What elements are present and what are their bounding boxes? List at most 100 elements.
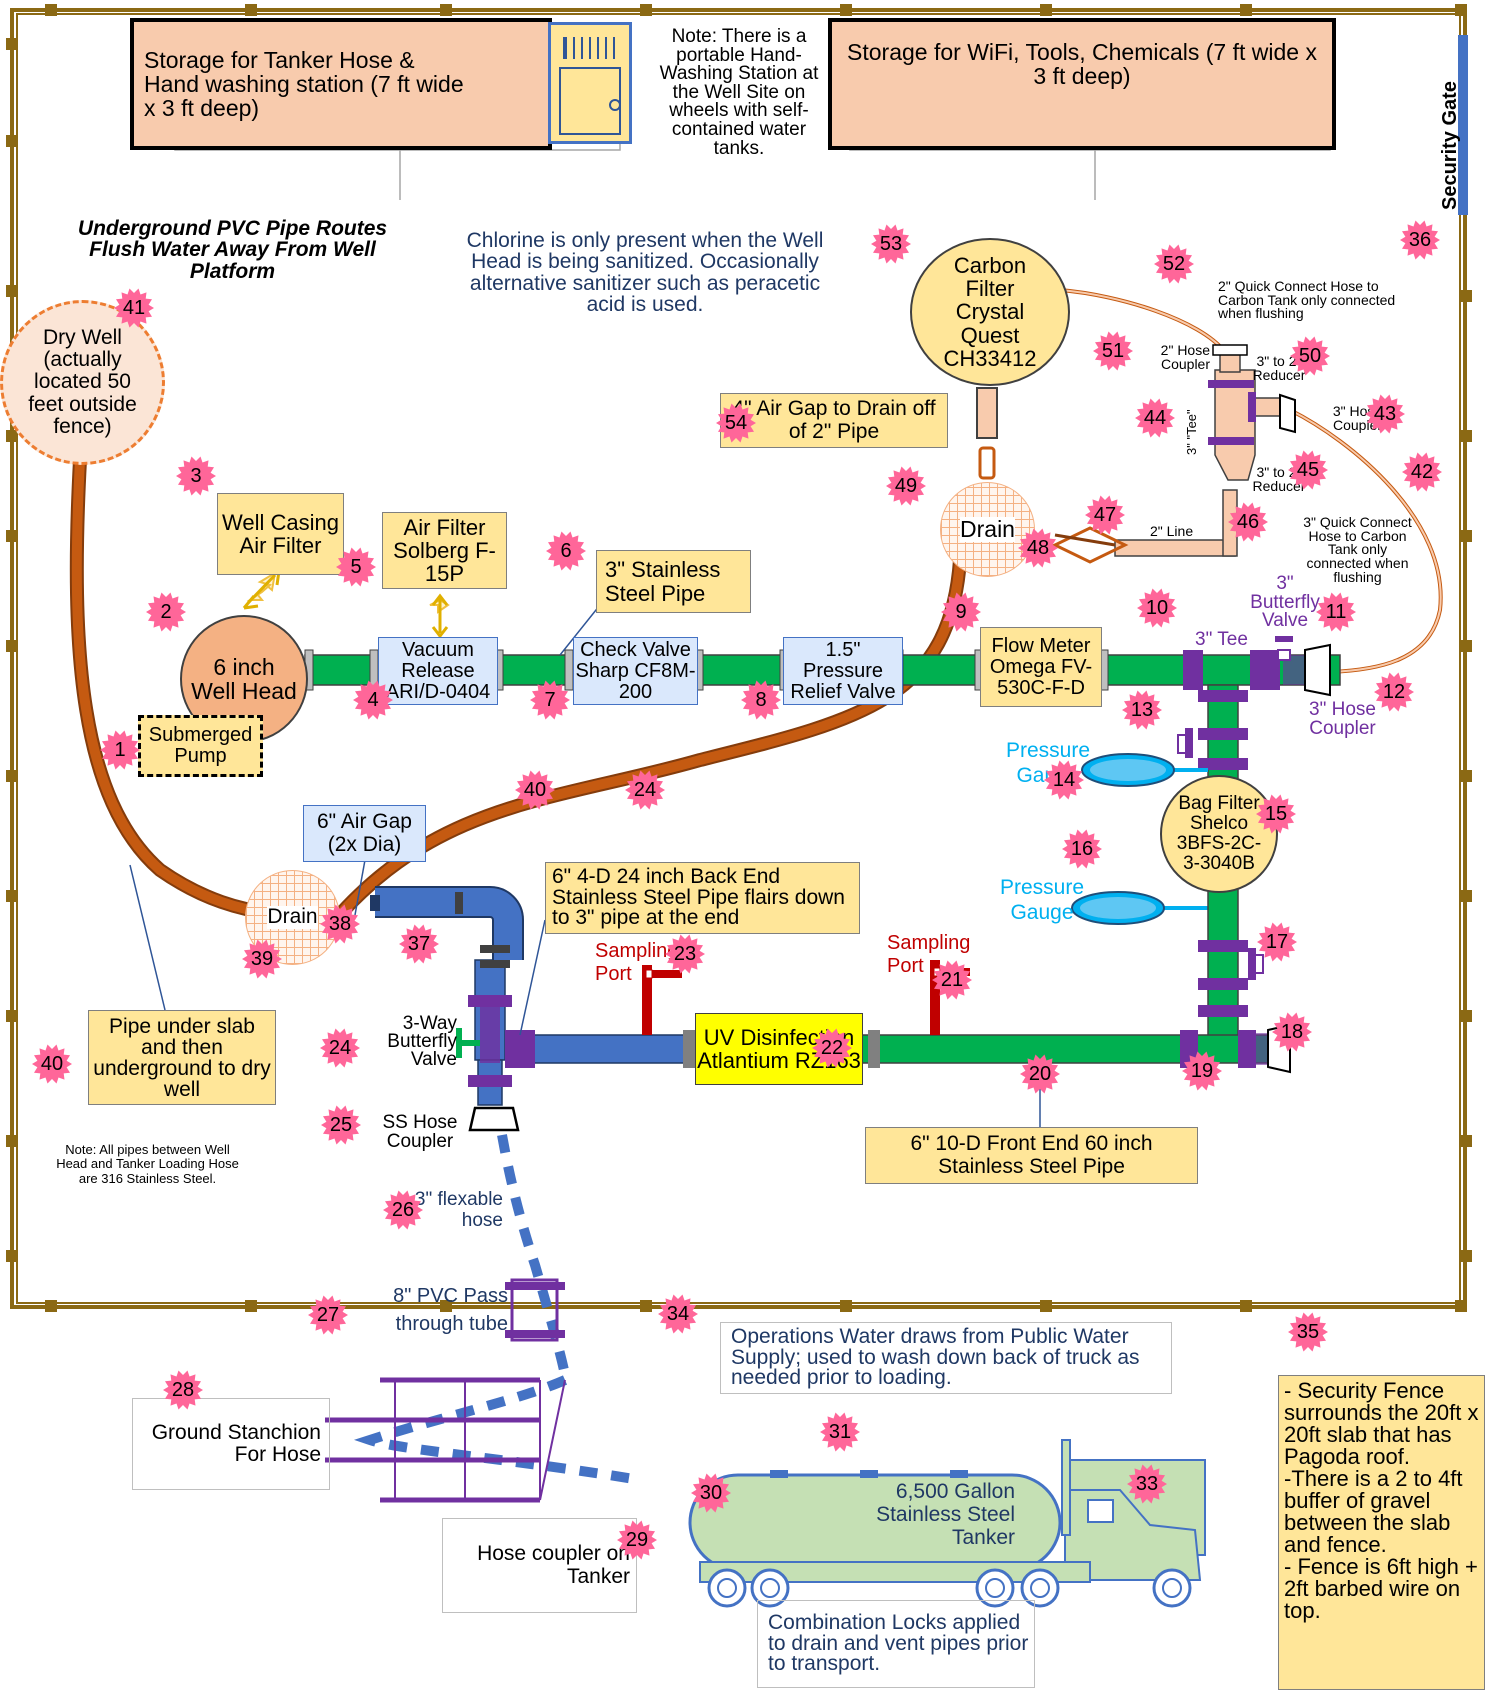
- badge-38: 38: [320, 904, 360, 944]
- badge-28: 28: [163, 1370, 203, 1410]
- badge-33: 33: [1127, 1464, 1167, 1504]
- badge-number: 39: [250, 947, 274, 970]
- badge-16: 16: [1062, 829, 1102, 869]
- tee-10: 3" Tee: [1195, 629, 1248, 650]
- badge-number: 36: [1408, 228, 1432, 251]
- badge-number: 25: [329, 1113, 353, 1136]
- ground-stanchion: [325, 1377, 540, 1503]
- badge-23: 23: [665, 934, 705, 974]
- badge-number: 5: [350, 555, 362, 578]
- pvc-pass: 8" PVC Pass through tube: [393, 1285, 508, 1335]
- badge-26: 26: [383, 1190, 423, 1230]
- chlorine-note: Chlorine is only present when the Well H…: [466, 229, 824, 317]
- cabinet-icon: [548, 22, 632, 144]
- carbon-filter: Carbon Filter Crystal Quest CH33412: [910, 238, 1070, 386]
- air-filter: Air Filter Solberg F-15P: [382, 512, 507, 589]
- badge-number: 54: [724, 411, 748, 434]
- badge-number: 10: [1145, 596, 1169, 619]
- badge-43: 43: [1365, 394, 1405, 434]
- badge-number: 41: [122, 296, 146, 319]
- badge-number: 6: [560, 539, 572, 562]
- badge-number: 20: [1028, 1062, 1052, 1085]
- badge-4: 4: [353, 680, 393, 720]
- badge-12: 12: [1374, 672, 1414, 712]
- hose-coupler-tanker: Hose coupler on Tanker: [442, 1518, 637, 1613]
- badge-number: 17: [1265, 930, 1289, 953]
- badge-number: 28: [171, 1378, 195, 1401]
- badge-39: 39: [242, 939, 282, 979]
- badge-number: 9: [955, 600, 967, 623]
- badge-5: 5: [336, 547, 376, 587]
- badge-3: 3: [176, 456, 216, 496]
- badge-42: 42: [1402, 452, 1442, 492]
- badge-51: 51: [1093, 331, 1133, 371]
- line-47: 2" Line: [1150, 523, 1194, 539]
- hose-coupler-51: 2" Hose Coupler: [1160, 342, 1210, 373]
- badge-31: 31: [820, 1412, 860, 1452]
- storage-left: Storage for Tanker Hose & Hand washing s…: [130, 18, 552, 150]
- badge-7: 7: [530, 680, 570, 720]
- badge-number: 18: [1280, 1020, 1304, 1043]
- badge-36: 36: [1400, 220, 1440, 260]
- flow-meter: Flow Meter Omega FV-530C-F-D: [980, 627, 1102, 707]
- note-handwash: Note: There is a portable Hand-Washing S…: [659, 26, 819, 159]
- tee-44: 3" "Tee": [1184, 409, 1199, 455]
- badge-number: 43: [1373, 402, 1397, 425]
- quick-connect-52: 2" Quick Connect Hose to Carbon Tank onl…: [1218, 278, 1396, 322]
- quick-connect-46: 3" Quick Connect Hose to Carbon Tank onl…: [1303, 514, 1412, 585]
- vacuum-release: Vacuum Release ARI/D-0404: [378, 637, 498, 705]
- badge-number: 14: [1052, 768, 1076, 791]
- badge-number: 31: [828, 1420, 852, 1443]
- badge-number: 11: [1325, 600, 1347, 623]
- badge-20: 20: [1020, 1054, 1060, 1094]
- badge-24: 24: [625, 770, 665, 810]
- badge-15: 15: [1256, 794, 1296, 834]
- badge-41: 41: [114, 288, 154, 328]
- storage-right: Storage for WiFi, Tools, Chemicals (7 ft…: [828, 18, 1336, 150]
- reducer-50: 3" to 2" Reducer: [1252, 353, 1306, 384]
- badge-50: 50: [1290, 336, 1330, 376]
- badge-number: 27: [316, 1303, 340, 1326]
- badge-48: 48: [1018, 528, 1058, 568]
- air-gap-54: 4" Air Gap to Drain off of 2" Pipe: [720, 393, 948, 448]
- badge-52: 52: [1154, 244, 1194, 284]
- underground-note: Underground PVC Pipe Routes Flush Water …: [77, 217, 388, 283]
- badge-number: 4: [367, 688, 379, 711]
- badge-2: 2: [146, 592, 186, 632]
- badge-number: 3: [190, 464, 202, 487]
- badge-6: 6: [546, 531, 586, 571]
- badge-45: 45: [1288, 450, 1328, 490]
- sampling-port-23: Sampling Port: [595, 940, 679, 985]
- badge-18: 18: [1272, 1012, 1312, 1052]
- badge-9: 9: [941, 592, 981, 632]
- badge-49: 49: [886, 466, 926, 506]
- well-casing-filter: Well Casing Air Filter: [217, 493, 344, 575]
- badge-37: 37: [399, 924, 439, 964]
- badge-number: 50: [1298, 344, 1322, 367]
- security-gate-bar: [1458, 35, 1468, 215]
- butterfly-valve: 3" Butterfly Valve: [1250, 573, 1320, 632]
- badge-29: 29: [617, 1520, 657, 1560]
- badge-10: 10: [1137, 588, 1177, 628]
- badge-11: 11: [1316, 592, 1356, 632]
- badge-number: 15: [1264, 802, 1288, 825]
- badge-number: 45: [1296, 458, 1320, 481]
- badge-25: 25: [321, 1105, 361, 1145]
- badge-number: 23: [673, 942, 697, 965]
- badge-44: 44: [1135, 398, 1175, 438]
- badge-number: 7: [544, 688, 556, 711]
- badge-number: 24: [328, 1036, 352, 1059]
- badge-number: 1: [114, 738, 126, 761]
- badge-number: 8: [755, 688, 767, 711]
- front-end-pipe: 6" 10-D Front End 60 inch Stainless Stee…: [865, 1127, 1198, 1184]
- badge-number: 19: [1190, 1059, 1214, 1082]
- badge-number: 49: [894, 474, 918, 497]
- badge-number: 46: [1236, 510, 1260, 533]
- three-way-valve: 3-Way Butterfly Valve: [387, 1013, 457, 1071]
- badge-1: 1: [100, 730, 140, 770]
- air-gap-6in: 6" Air Gap (2x Dia): [303, 805, 426, 862]
- pressure-relief-valve: 1.5" Pressure Relief Valve: [783, 637, 903, 705]
- badge-number: 53: [879, 232, 903, 255]
- badge-number: 47: [1093, 503, 1117, 526]
